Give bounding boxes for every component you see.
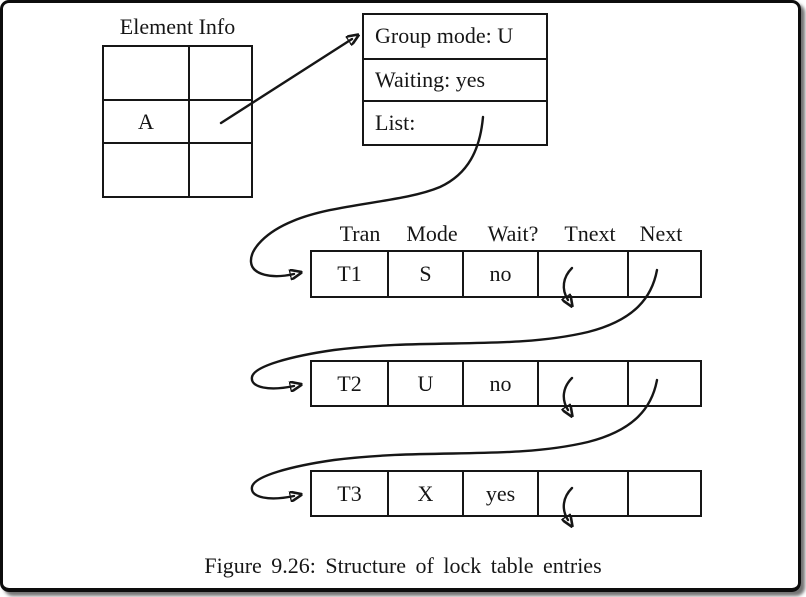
header-tran: Tran (339, 221, 381, 246)
cell-tnext-pointer (537, 362, 627, 405)
element-info-table: A (102, 45, 253, 198)
cell-mode: X (387, 472, 462, 515)
cell-tnext-pointer (537, 252, 627, 296)
lock-row-t1: T1 S no (310, 250, 702, 298)
element-info-title: Element Info (119, 14, 236, 39)
waiting-row: Waiting: yes (364, 57, 546, 101)
element-info-cell (104, 47, 188, 99)
group-mode-row: Group mode: U (375, 23, 514, 49)
element-info-cell (104, 144, 188, 196)
figure-caption: Figure 9.26: Structure of lock table ent… (204, 553, 602, 578)
cell-mode: S (387, 252, 462, 296)
cell-wait: yes (462, 472, 537, 515)
cell-next-pointer (627, 472, 700, 515)
element-info-cell (188, 143, 251, 196)
lock-row-t2: T2 U no (310, 360, 702, 407)
cell-wait: no (462, 362, 537, 405)
lock-row-t3: T3 X yes (310, 470, 702, 517)
cell-tnext-pointer (537, 472, 627, 515)
element-info-row: A (104, 99, 251, 144)
cell-next-pointer (627, 252, 700, 296)
header-mode: Mode (406, 221, 458, 246)
element-info-row (104, 143, 251, 196)
header-tnext: Tnext (564, 221, 616, 246)
element-info-cell (188, 47, 251, 100)
header-next: Next (639, 221, 683, 246)
element-info-cell-a: A (138, 108, 154, 134)
element-info-row (104, 47, 251, 100)
cell-tran: T3 (337, 480, 362, 506)
cell-wait: no (462, 252, 537, 296)
cell-mode: U (387, 362, 462, 405)
element-info-cell (188, 101, 251, 142)
list-row: List: (364, 100, 546, 144)
cell-tran: T1 (337, 261, 362, 286)
header-wait: Wait? (487, 221, 539, 246)
cell-tran: T2 (337, 370, 362, 396)
lock-entry-box: Group mode: U Waiting: yes List: (362, 13, 548, 146)
cell-next-pointer (627, 362, 700, 405)
